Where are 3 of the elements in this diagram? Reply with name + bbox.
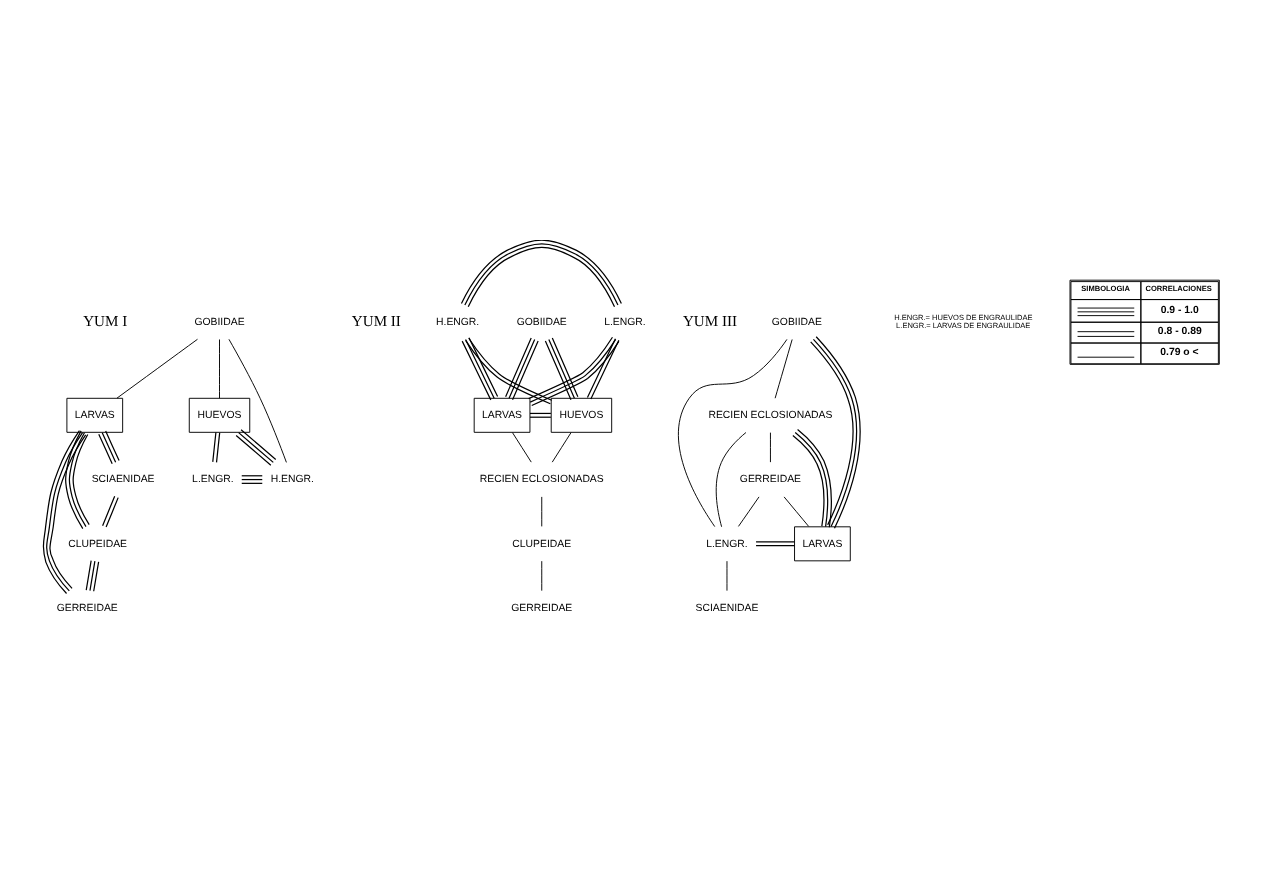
label: YUM II	[351, 311, 401, 330]
label: YUM I	[83, 311, 128, 330]
label: YUM III	[682, 311, 738, 330]
